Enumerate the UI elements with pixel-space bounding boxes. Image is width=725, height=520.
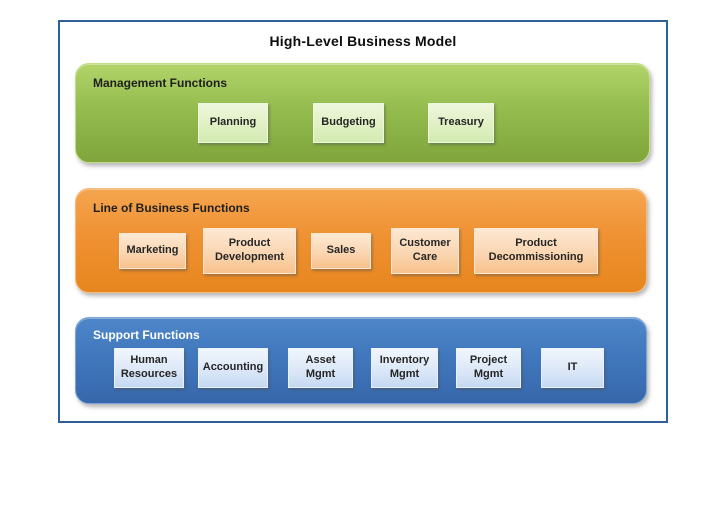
function-box-asset-mgmt: Asset Mgmt <box>288 348 353 388</box>
band-management-label: Management Functions <box>93 76 228 90</box>
band-support-label: Support Functions <box>93 328 200 342</box>
function-box-planning: Planning <box>198 103 268 143</box>
function-box-human-resources: Human Resources <box>114 348 184 388</box>
function-box-treasury: Treasury <box>428 103 494 143</box>
band-support-functions: Support Functions Human Resources Accoun… <box>75 317 647 404</box>
band-management-functions: Management Functions Planning Budgeting … <box>75 63 650 163</box>
function-box-product-development: Product Development <box>203 228 296 274</box>
function-box-marketing: Marketing <box>119 233 186 269</box>
function-box-product-decommissioning: Product Decommissioning <box>474 228 598 274</box>
function-box-inventory-mgmt: Inventory Mgmt <box>371 348 438 388</box>
function-box-sales: Sales <box>311 233 371 269</box>
band-line-of-business-functions: Line of Business Functions Marketing Pro… <box>75 188 647 293</box>
function-box-customer-care: Customer Care <box>391 228 459 274</box>
function-box-project-mgmt: Project Mgmt <box>456 348 521 388</box>
band-line-of-business-label: Line of Business Functions <box>93 201 250 215</box>
function-box-it: IT <box>541 348 604 388</box>
function-box-budgeting: Budgeting <box>313 103 384 143</box>
diagram-title: High-Level Business Model <box>269 33 457 49</box>
function-box-accounting: Accounting <box>198 348 268 388</box>
diagram-frame: High-Level Business Model Management Fun… <box>58 20 668 423</box>
